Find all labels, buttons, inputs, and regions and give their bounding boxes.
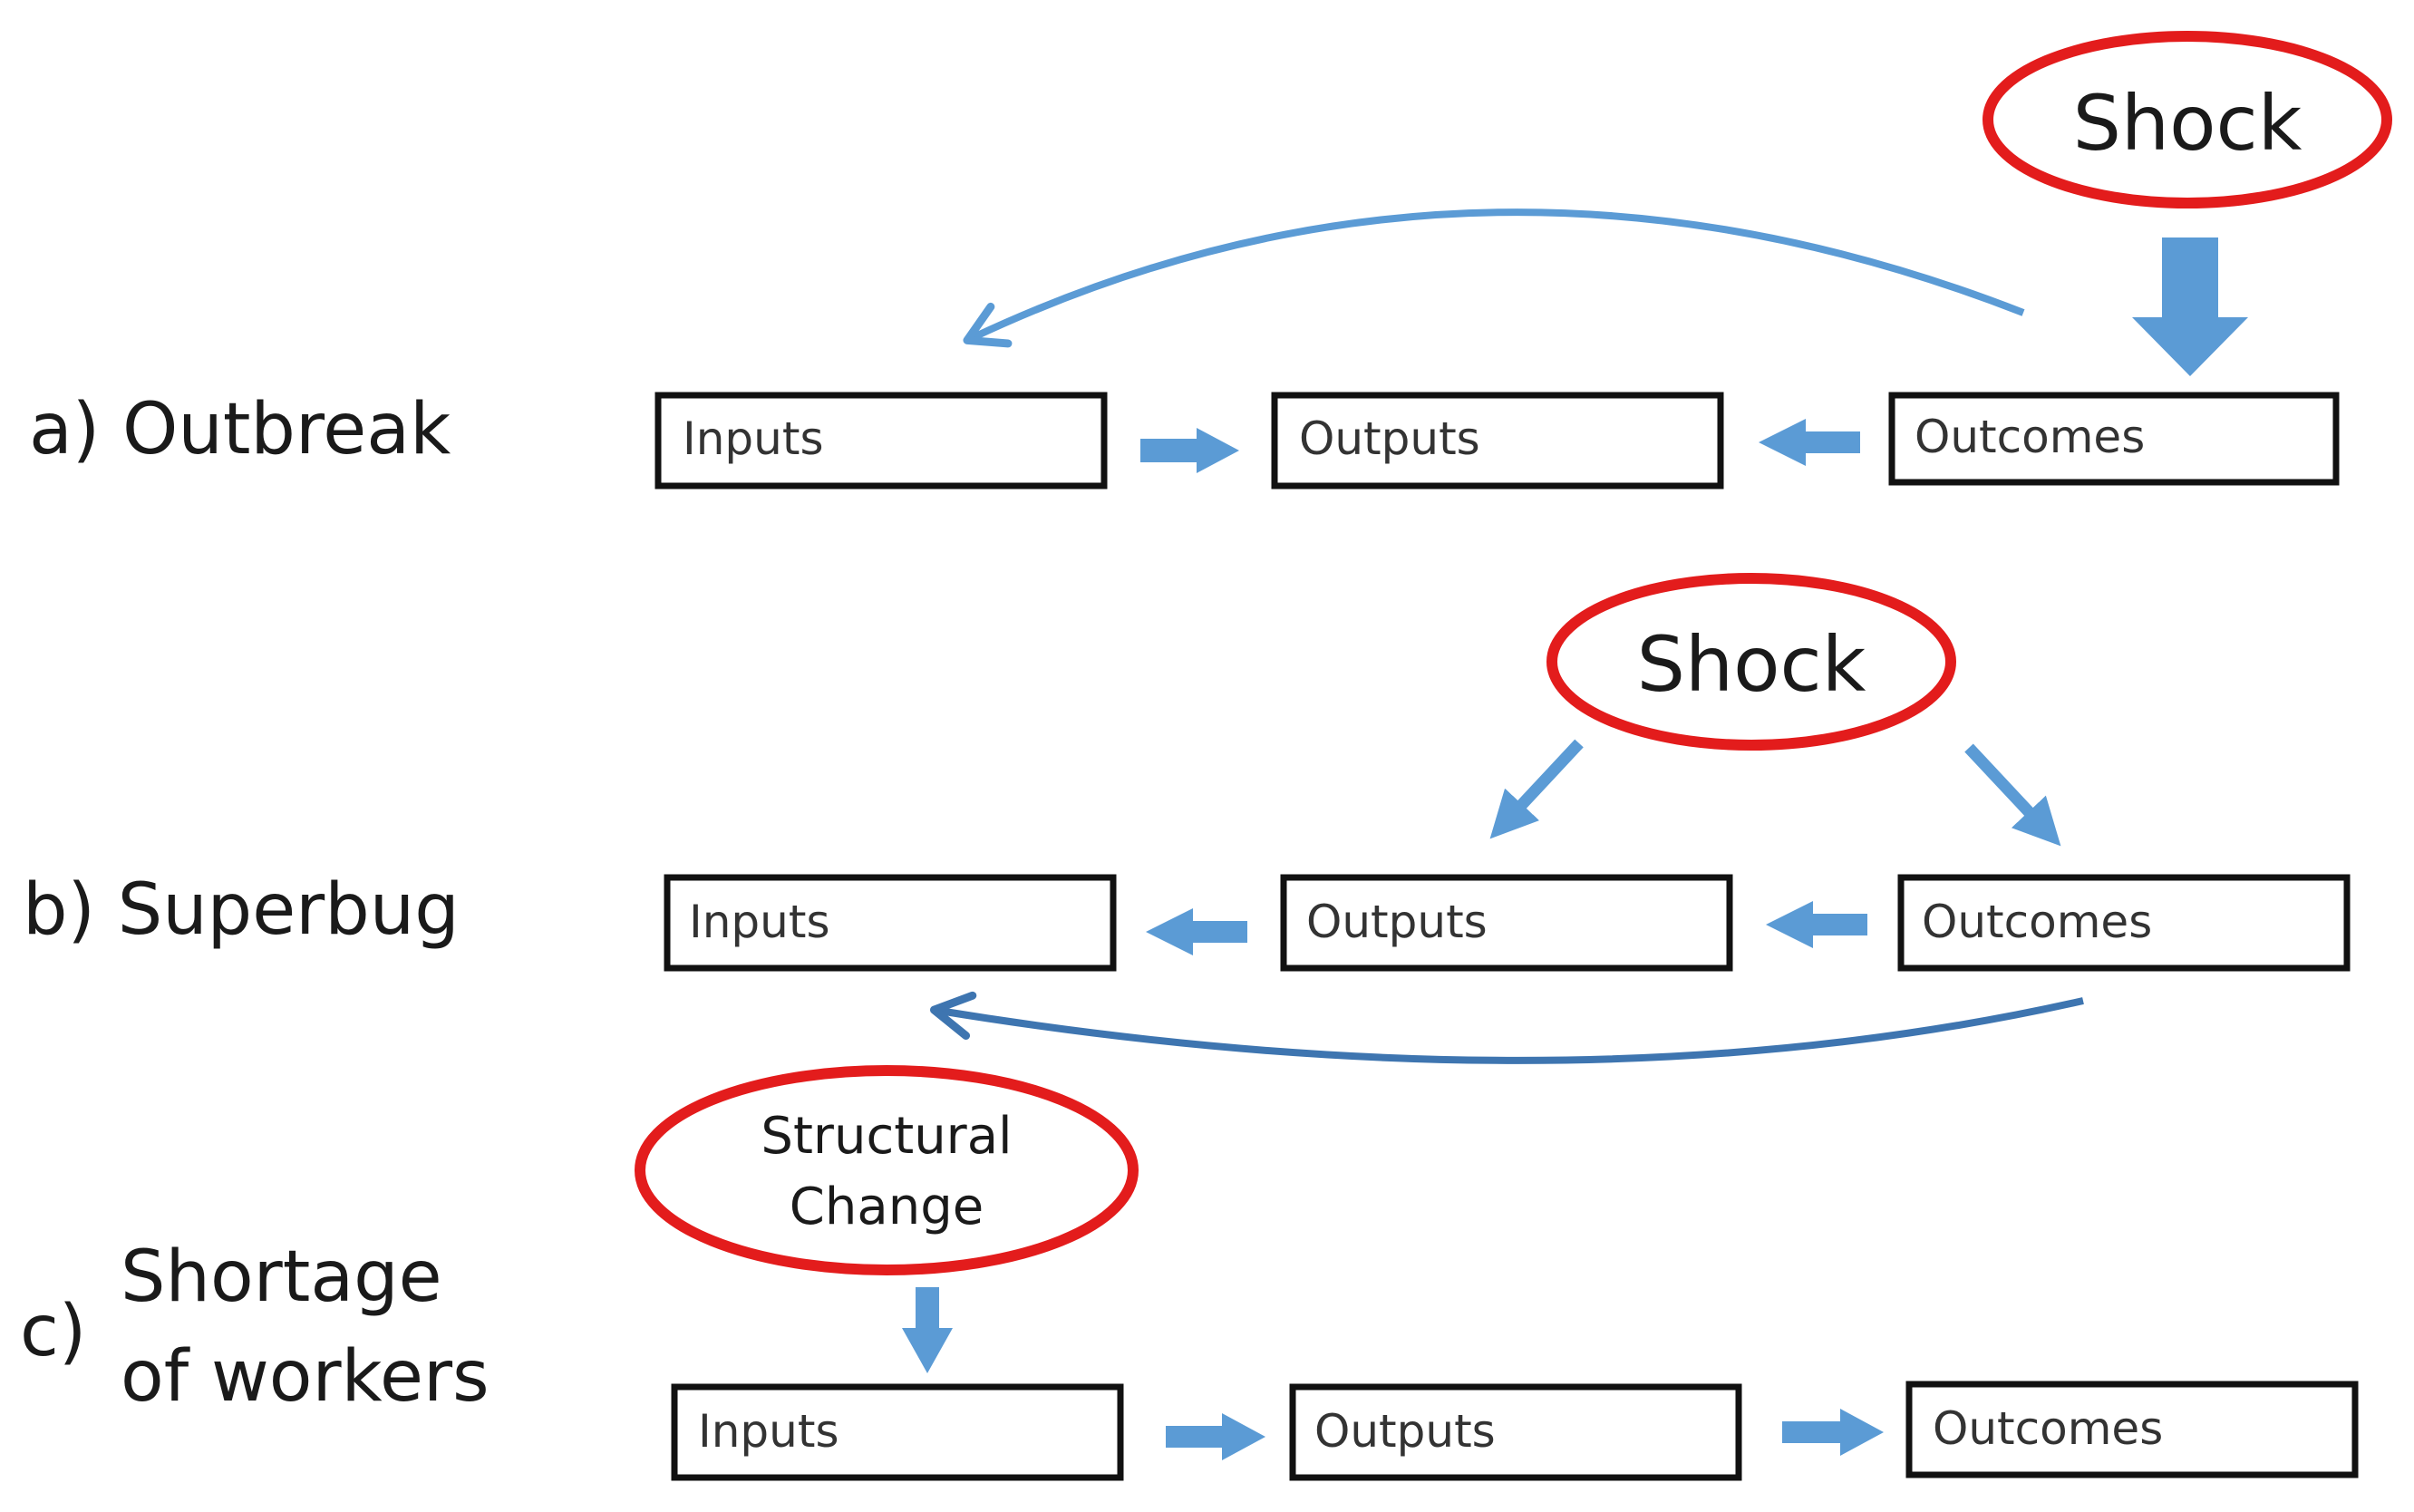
row-b-shock: Shock	[1546, 573, 1956, 751]
row-c-arrow-inputs-outputs	[1166, 1413, 1265, 1460]
row-c-label-line-1: Shortage	[121, 1236, 442, 1318]
row-c-shortage: c) Shortage of workers Structural Change…	[20, 1065, 2359, 1481]
row-a-shock: Shock	[1983, 31, 2392, 208]
row-a-shock-label: Shock	[2073, 79, 2303, 168]
row-c-outcomes-label: Outcomes	[1933, 1402, 2163, 1455]
row-c-structural-change-line-1: Structural	[761, 1107, 1012, 1166]
row-b-arrow-outcomes-outputs	[1766, 901, 1867, 948]
row-a-arrow-inputs-outputs	[1140, 428, 1239, 473]
row-a-label: a) Outbreak	[29, 389, 451, 470]
row-a-inputs-box	[654, 392, 1108, 489]
row-a-outputs-box	[1271, 392, 1724, 489]
row-a-outputs-label: Outputs	[1299, 412, 1480, 465]
row-a-outcomes-box	[1888, 392, 2340, 486]
row-a-shock-down-arrow	[2132, 237, 2248, 376]
row-a-shock-ellipse	[1983, 31, 2392, 208]
row-c-inputs-label: Inputs	[698, 1405, 839, 1458]
row-b-shock-label: Shock	[1637, 620, 1866, 709]
row-c-structural-change-ellipse	[635, 1065, 1139, 1275]
row-a-inputs-label: Inputs	[683, 412, 824, 465]
row-b-outputs-box	[1280, 874, 1733, 972]
row-a-arrow-outcomes-outputs	[1759, 419, 1860, 466]
row-b-outcomes-box	[1897, 874, 2351, 972]
row-b-shock-to-outcomes-arrow	[1964, 743, 2061, 847]
row-b-arrow-outputs-inputs	[1146, 908, 1247, 955]
row-b-shock-ellipse	[1546, 573, 1956, 751]
row-b-shock-to-outputs-arrow	[1489, 739, 1584, 839]
row-c-outcomes-box	[1905, 1381, 2359, 1478]
row-b-inputs-label: Inputs	[689, 896, 830, 948]
row-c-outputs-box	[1289, 1383, 1742, 1481]
row-a-outbreak: a) Outbreak Shock Inputs Outputs Outcome…	[29, 31, 2392, 489]
row-a-outcomes-label: Outcomes	[1915, 411, 2145, 463]
row-b-superbug: b) Superbug Shock Inputs Outputs Outcome…	[23, 573, 2351, 1064]
row-c-arrow-outputs-outcomes	[1782, 1409, 1884, 1456]
row-a-feedback-arrow	[963, 208, 2025, 348]
row-c-structural-change: Structural Change	[635, 1065, 1139, 1275]
row-b-feedback-arrow	[929, 991, 2084, 1064]
row-c-structural-change-line-2: Change	[790, 1178, 984, 1236]
row-b-label: b) Superbug	[23, 869, 460, 951]
row-b-inputs-box	[664, 874, 1117, 972]
row-c-inputs-box	[671, 1383, 1124, 1481]
row-c-change-down-arrow	[902, 1287, 953, 1373]
row-c-outputs-label: Outputs	[1314, 1405, 1496, 1458]
row-b-outcomes-label: Outcomes	[1922, 896, 2152, 948]
row-c-label-prefix: c)	[20, 1291, 86, 1372]
row-b-outputs-label: Outputs	[1306, 896, 1488, 948]
row-c-label-line-2: of workers	[121, 1336, 490, 1418]
